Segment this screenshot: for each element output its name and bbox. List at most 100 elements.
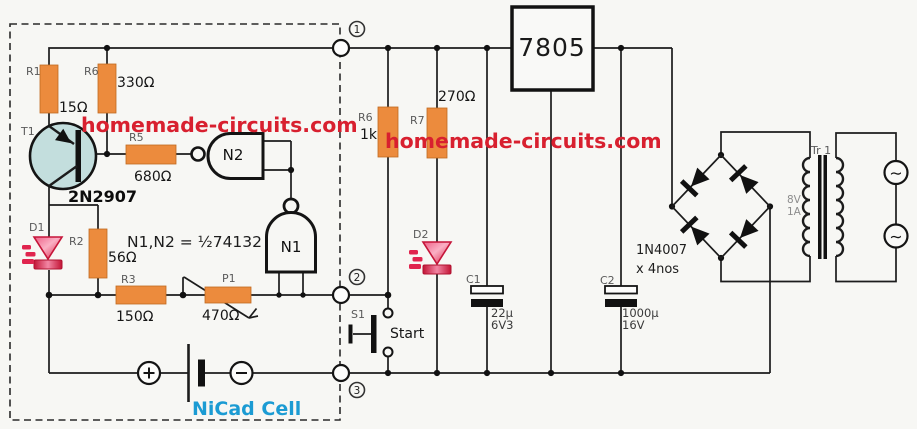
label-d2: D2 bbox=[413, 228, 428, 241]
label-r6b: R6 bbox=[358, 111, 373, 124]
rating-c2: 16V bbox=[622, 318, 645, 332]
led-d1 bbox=[22, 236, 64, 270]
switch-contact bbox=[382, 346, 394, 358]
value-r1: 15Ω bbox=[59, 100, 88, 116]
terminal-2-number: 2 bbox=[354, 272, 361, 284]
label-c1: C1 bbox=[466, 273, 481, 286]
ac-source-top: ∼ bbox=[883, 159, 909, 186]
transformer-voltage: 8V bbox=[787, 194, 802, 206]
diode-icon bbox=[728, 164, 759, 194]
label-start: Start bbox=[390, 326, 425, 342]
transistor-collector bbox=[48, 165, 78, 187]
gate-n1-label: N1 bbox=[281, 238, 302, 256]
led-cathode-bar bbox=[33, 259, 63, 270]
transistor-t1 bbox=[28, 121, 98, 191]
value-c1: 22µ bbox=[491, 306, 514, 320]
ac-circle bbox=[883, 223, 909, 249]
ac-wave-icon: ∼ bbox=[889, 164, 902, 183]
terminal-3-number: 3 bbox=[354, 385, 361, 397]
primary-coil bbox=[835, 156, 845, 258]
label-r1: R1 bbox=[26, 65, 41, 78]
switch-shaft bbox=[371, 315, 377, 353]
ac-circle bbox=[883, 159, 909, 186]
led-triangle bbox=[421, 241, 453, 266]
preset-pot-p1 bbox=[204, 286, 252, 304]
core-bar bbox=[818, 155, 822, 259]
value-c2: 1000µ bbox=[622, 306, 659, 320]
label-t1: T1 bbox=[20, 125, 35, 138]
ac-wave-icon: ∼ bbox=[889, 227, 902, 246]
value-r2: 56Ω bbox=[108, 250, 137, 266]
terminal-3 bbox=[331, 363, 351, 383]
label-p1: P1 bbox=[222, 272, 236, 285]
regulator-label: 7805 bbox=[518, 33, 586, 62]
diode-icon bbox=[679, 167, 710, 198]
watermark-2: homemade-circuits.com bbox=[385, 129, 662, 153]
led-glow-rays-icon bbox=[22, 245, 36, 264]
switch-contact bbox=[382, 307, 394, 319]
capacitor-c1 bbox=[470, 285, 504, 307]
watermark-1: homemade-circuits.com bbox=[81, 113, 358, 137]
label-tr1: Tr 1 bbox=[810, 144, 831, 157]
battery-nicad bbox=[136, 359, 254, 387]
battery-caption: NiCad Cell bbox=[192, 398, 301, 420]
regulator-box bbox=[510, 5, 595, 92]
value-r3: 150Ω bbox=[116, 309, 154, 325]
capacitor-c2 bbox=[604, 285, 638, 307]
nand-gate-n2: N2 bbox=[190, 132, 265, 180]
label-r3: R3 bbox=[121, 273, 136, 286]
label-r7: R7 bbox=[410, 114, 425, 127]
transformer-current: 1A bbox=[787, 206, 802, 218]
gate-body bbox=[265, 211, 317, 274]
terminal-1-number: 1 bbox=[354, 24, 361, 36]
terminal-1-badge bbox=[348, 20, 366, 38]
nand-gate-n1: N1 bbox=[265, 197, 317, 274]
diode-icon bbox=[679, 215, 710, 246]
resistor-r2 bbox=[88, 228, 108, 279]
cap-plate-bottom bbox=[471, 299, 503, 307]
dashed-enclosure bbox=[9, 23, 341, 421]
cap-plate-top bbox=[470, 285, 504, 295]
transistor-part-number: 2N2907 bbox=[68, 187, 137, 206]
terminal-3-badge bbox=[348, 381, 366, 399]
value-p1: 470Ω bbox=[202, 308, 240, 324]
gate-ic-note: N1,N2 = ½74132 bbox=[127, 233, 262, 251]
terminal-2 bbox=[331, 285, 351, 305]
label-c2: C2 bbox=[600, 274, 615, 287]
value-r5: 680Ω bbox=[134, 169, 172, 185]
core-bar bbox=[823, 155, 827, 259]
inverter-bubble-icon bbox=[282, 197, 300, 215]
regulator-7805: 7805 bbox=[510, 5, 595, 92]
value-r6a: 330Ω bbox=[117, 75, 155, 91]
resistor-r3 bbox=[115, 285, 167, 305]
label-r6a: R6 bbox=[84, 65, 99, 78]
terminals: 1 2 3 bbox=[331, 20, 366, 399]
led-glow-rays-icon bbox=[409, 250, 423, 269]
terminal-1 bbox=[331, 38, 351, 58]
switch-button bbox=[348, 324, 353, 344]
terminal-2-badge bbox=[348, 268, 366, 286]
bridge-diodes bbox=[679, 164, 759, 249]
pnp-arrow-icon bbox=[55, 128, 72, 144]
cap-plate-bottom bbox=[605, 299, 637, 307]
start-switch-s1 bbox=[348, 307, 394, 358]
value-r7: 270Ω bbox=[438, 89, 476, 105]
bridge-part: 1N4007 bbox=[636, 243, 687, 258]
label-s1: S1 bbox=[351, 308, 365, 321]
gate-n2-label: N2 bbox=[223, 146, 244, 164]
gate-body bbox=[206, 132, 265, 180]
led-cathode-bar bbox=[422, 264, 452, 275]
label-r5: R5 bbox=[129, 131, 144, 144]
inverter-bubble-icon bbox=[190, 146, 206, 162]
label-d1: D1 bbox=[29, 221, 44, 234]
resistor-r6-1k bbox=[377, 106, 399, 158]
transistor-base-bar bbox=[75, 130, 81, 182]
bridge-qty: x 4nos bbox=[636, 262, 679, 277]
battery-short-plate bbox=[198, 359, 205, 387]
resistor-r7 bbox=[426, 107, 448, 159]
resistor-r5 bbox=[125, 144, 177, 165]
wire-network bbox=[48, 47, 897, 374]
